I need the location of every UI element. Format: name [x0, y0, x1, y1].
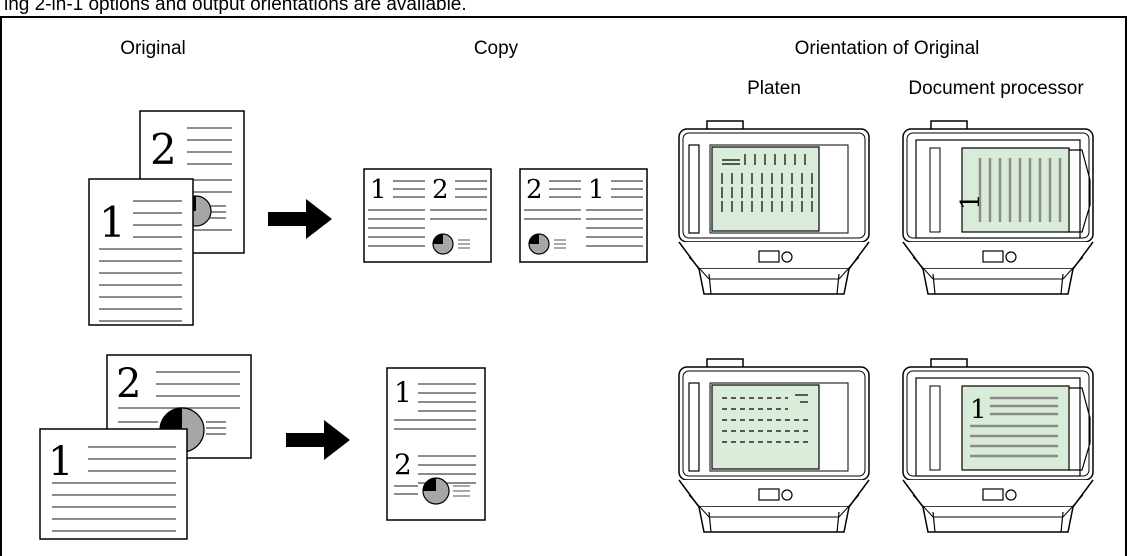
- diagram-frame: [0, 16, 1127, 556]
- page-number: 1: [956, 193, 986, 210]
- header-platen: Platen: [747, 78, 801, 99]
- copy-2in1-portrait: 12: [386, 367, 486, 521]
- page-number: 2: [394, 448, 412, 481]
- pie-chart-icon: [422, 477, 450, 505]
- header-document-processor: Document processor: [908, 78, 1084, 99]
- intro-text: ing 2-in-1 options and output orientatio…: [4, 0, 467, 15]
- header-original: Original: [120, 38, 186, 59]
- original-page-1: 1: [88, 178, 194, 326]
- page-number: 1: [48, 439, 73, 485]
- arrow-right-icon: [268, 199, 332, 239]
- page-number: 1: [99, 198, 126, 247]
- scanner-platen-icon: [678, 120, 870, 295]
- arrow-right-icon: [286, 420, 350, 460]
- page-number: 1: [370, 175, 387, 205]
- pie-chart-icon: [432, 233, 454, 255]
- page-number: 2: [116, 361, 141, 407]
- original-on-glass: [711, 384, 820, 470]
- original-landscape-page-1: 1: [39, 428, 188, 540]
- original-in-feeder: [961, 147, 1070, 233]
- page-number: 1: [588, 175, 605, 205]
- page-number: 1: [970, 395, 987, 425]
- scanner-document-processor-icon: 1: [902, 120, 1094, 295]
- header-copy: Copy: [473, 38, 519, 59]
- page-number: 2: [526, 175, 543, 205]
- page-number: 1: [394, 376, 412, 409]
- page-number: 2: [432, 175, 449, 205]
- scanner-platen-icon: [678, 358, 870, 533]
- page-number: 2: [150, 125, 177, 174]
- pie-chart-icon: [528, 233, 550, 255]
- scanner-document-processor-icon: 1: [902, 358, 1094, 533]
- header-orientation: Orientation of Original: [794, 38, 980, 59]
